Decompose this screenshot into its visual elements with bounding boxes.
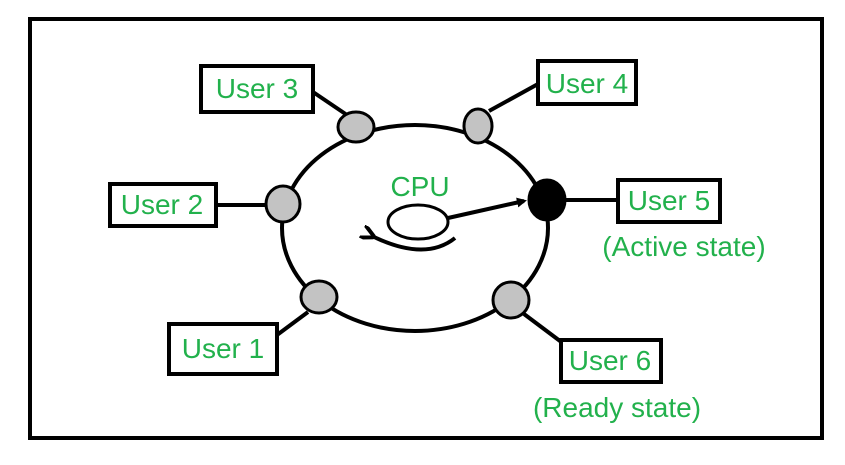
user-4-label: User 4 [546,68,628,99]
cpu-pointer-arrow [447,197,527,220]
user-2-box [108,182,218,228]
port-user-4 [462,107,494,145]
user-6-state: (Ready state) [533,392,701,423]
outer-frame [28,17,824,440]
port-user-2 [264,184,302,224]
connector-user-3 [311,90,349,117]
cpu-label: CPU [390,171,449,202]
port-user-3 [336,110,376,144]
port-user-1 [299,279,339,315]
port-user-6 [491,280,531,320]
user-6-label: User 6 [569,345,651,376]
connector-user-1 [275,310,310,337]
user-6-box [559,338,663,384]
user-3-box [199,64,315,114]
user-2-label: User 2 [121,189,203,220]
connector-user-6 [522,312,566,346]
cpu-process-node [386,203,450,241]
cpu-rotation-arrow [372,236,457,252]
scheduler-ring [280,123,550,333]
user-1-box [167,322,279,376]
port-user-5-active [527,178,567,222]
user-1-label: User 1 [182,333,264,364]
connector-user-4 [488,82,539,113]
user-3-label: User 3 [216,73,298,104]
user-4-box [536,59,638,106]
user-5-state: (Active state) [602,231,765,262]
user-5-box [616,178,722,224]
user-5-label: User 5 [628,185,710,216]
